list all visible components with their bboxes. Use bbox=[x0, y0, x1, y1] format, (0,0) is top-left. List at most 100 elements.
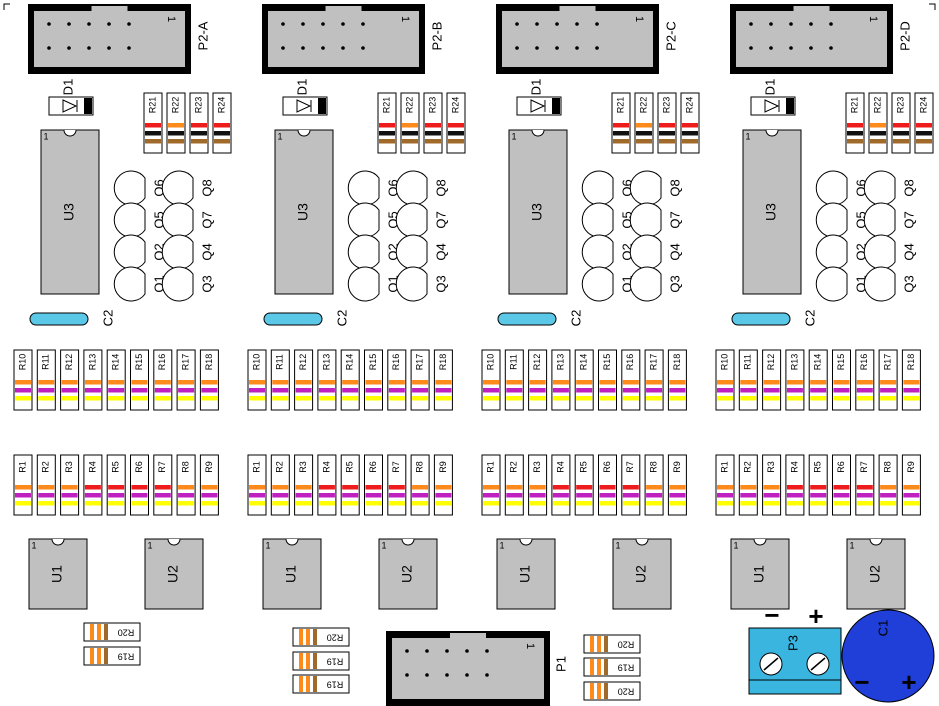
resistor-band bbox=[597, 683, 601, 699]
resistor-band bbox=[97, 624, 101, 640]
header-pin bbox=[485, 649, 489, 653]
resistor-band bbox=[412, 396, 429, 401]
resistor-r12: R12 bbox=[60, 349, 80, 411]
resistor-band bbox=[388, 493, 405, 498]
terminal-plus-label: + bbox=[808, 601, 823, 631]
resistor-band bbox=[61, 380, 78, 385]
resistor-band bbox=[880, 380, 897, 385]
ic-u2: 1U2 bbox=[612, 538, 672, 610]
terminal-screw-slot bbox=[810, 657, 826, 671]
resistor-band bbox=[178, 388, 195, 393]
resistor-band bbox=[483, 396, 499, 401]
resistor-band bbox=[15, 493, 31, 498]
ic-label: U3 bbox=[295, 203, 311, 221]
transistor-q6: Q6 bbox=[581, 170, 634, 206]
resistor-label: R20 bbox=[618, 687, 635, 697]
header-pin bbox=[445, 673, 449, 677]
resistor-r13: R13 bbox=[83, 349, 103, 411]
resistor-r5: R5 bbox=[106, 454, 126, 516]
resistor-label: R5 bbox=[813, 461, 823, 473]
resistor-band bbox=[506, 380, 523, 385]
diode-label: D1 bbox=[294, 79, 309, 96]
resistor-band bbox=[786, 396, 803, 401]
resistor-band bbox=[214, 139, 230, 144]
resistor-label: R2 bbox=[743, 461, 753, 473]
diode-outline bbox=[516, 96, 562, 116]
resistor-label: R3 bbox=[532, 461, 542, 473]
resistor-r15: R15 bbox=[130, 349, 149, 411]
capacitor-c2: C2 bbox=[29, 310, 115, 326]
resistor-band bbox=[552, 485, 569, 490]
resistor-r21: R21 bbox=[611, 92, 631, 154]
resistor-band bbox=[893, 131, 909, 136]
resistor-band bbox=[342, 380, 359, 385]
transistor-outline bbox=[161, 170, 194, 206]
resistor-band bbox=[810, 485, 827, 490]
transistor-label: Q4 bbox=[199, 243, 214, 260]
transistor-label: Q3 bbox=[433, 275, 448, 292]
resistor-label: R21 bbox=[849, 97, 859, 114]
resistor-band bbox=[365, 396, 382, 401]
resistor-band bbox=[15, 388, 31, 393]
header-p2-c: 1P2-C bbox=[496, 4, 678, 74]
diode-symbol bbox=[62, 99, 78, 113]
transistor-label: Q3 bbox=[667, 275, 682, 292]
resistor-band bbox=[178, 501, 195, 506]
resistor-band bbox=[342, 396, 359, 401]
ic-notch bbox=[519, 538, 533, 546]
resistor-band bbox=[365, 380, 382, 385]
ic-notch bbox=[869, 538, 883, 546]
resistor-band bbox=[38, 396, 55, 401]
capacitor-plus-label: + bbox=[901, 667, 916, 697]
ic-label: U3 bbox=[61, 203, 77, 221]
transistor-label: Q4 bbox=[667, 243, 682, 260]
resistor-band bbox=[249, 396, 265, 401]
resistor-band bbox=[448, 123, 464, 128]
resistor-band bbox=[249, 380, 265, 385]
header-pin bbox=[465, 649, 469, 653]
resistor-band bbox=[590, 659, 594, 675]
ic-notch bbox=[401, 538, 415, 546]
resistor-r3: R3 bbox=[528, 454, 548, 516]
resistor-label: R24 bbox=[450, 97, 460, 114]
resistor-label: R4 bbox=[555, 461, 565, 473]
resistor-band bbox=[191, 139, 207, 144]
resistor-band bbox=[833, 493, 850, 498]
resistor-band bbox=[597, 636, 601, 652]
resistor-label: R20 bbox=[118, 628, 135, 638]
resistor-band bbox=[249, 501, 265, 506]
resistor-band bbox=[483, 493, 499, 498]
resistor-label: R24 bbox=[216, 97, 226, 114]
resistor-label: R10 bbox=[719, 354, 729, 371]
resistor-band bbox=[425, 139, 441, 144]
resistor-r18: R18 bbox=[433, 349, 453, 411]
transistor-outline bbox=[347, 234, 380, 270]
diode-label: D1 bbox=[528, 79, 543, 96]
resistor-band bbox=[740, 380, 757, 385]
resistor-band bbox=[108, 485, 125, 490]
transistor-label: Q8 bbox=[199, 179, 214, 196]
resistor-label: R9 bbox=[438, 461, 448, 473]
resistor-band bbox=[646, 396, 663, 401]
transistor-outline bbox=[863, 170, 896, 206]
pin1-mark: 1 bbox=[165, 16, 177, 22]
header-pin bbox=[87, 22, 91, 26]
transistor-outline bbox=[815, 202, 848, 238]
transistor-q2: Q2 bbox=[581, 234, 634, 270]
resistor-r2: R2 bbox=[36, 454, 56, 516]
resistor-band bbox=[552, 493, 569, 498]
header-label: P2-D bbox=[897, 21, 912, 51]
transistor-q5: Q5 bbox=[815, 202, 868, 238]
transistor-q3: Q3 bbox=[863, 266, 916, 302]
resistor-band bbox=[299, 676, 303, 692]
resistor-band bbox=[870, 123, 886, 128]
resistor-band bbox=[763, 485, 780, 490]
ic-label: U1 bbox=[283, 565, 299, 583]
pin1-mark: 1 bbox=[633, 16, 645, 22]
resistor-label: R24 bbox=[918, 97, 928, 114]
resistor-label: R10 bbox=[17, 354, 27, 371]
resistor-label: R23 bbox=[193, 97, 203, 114]
resistor-band bbox=[249, 485, 265, 490]
transistor-q7: Q7 bbox=[863, 202, 916, 238]
